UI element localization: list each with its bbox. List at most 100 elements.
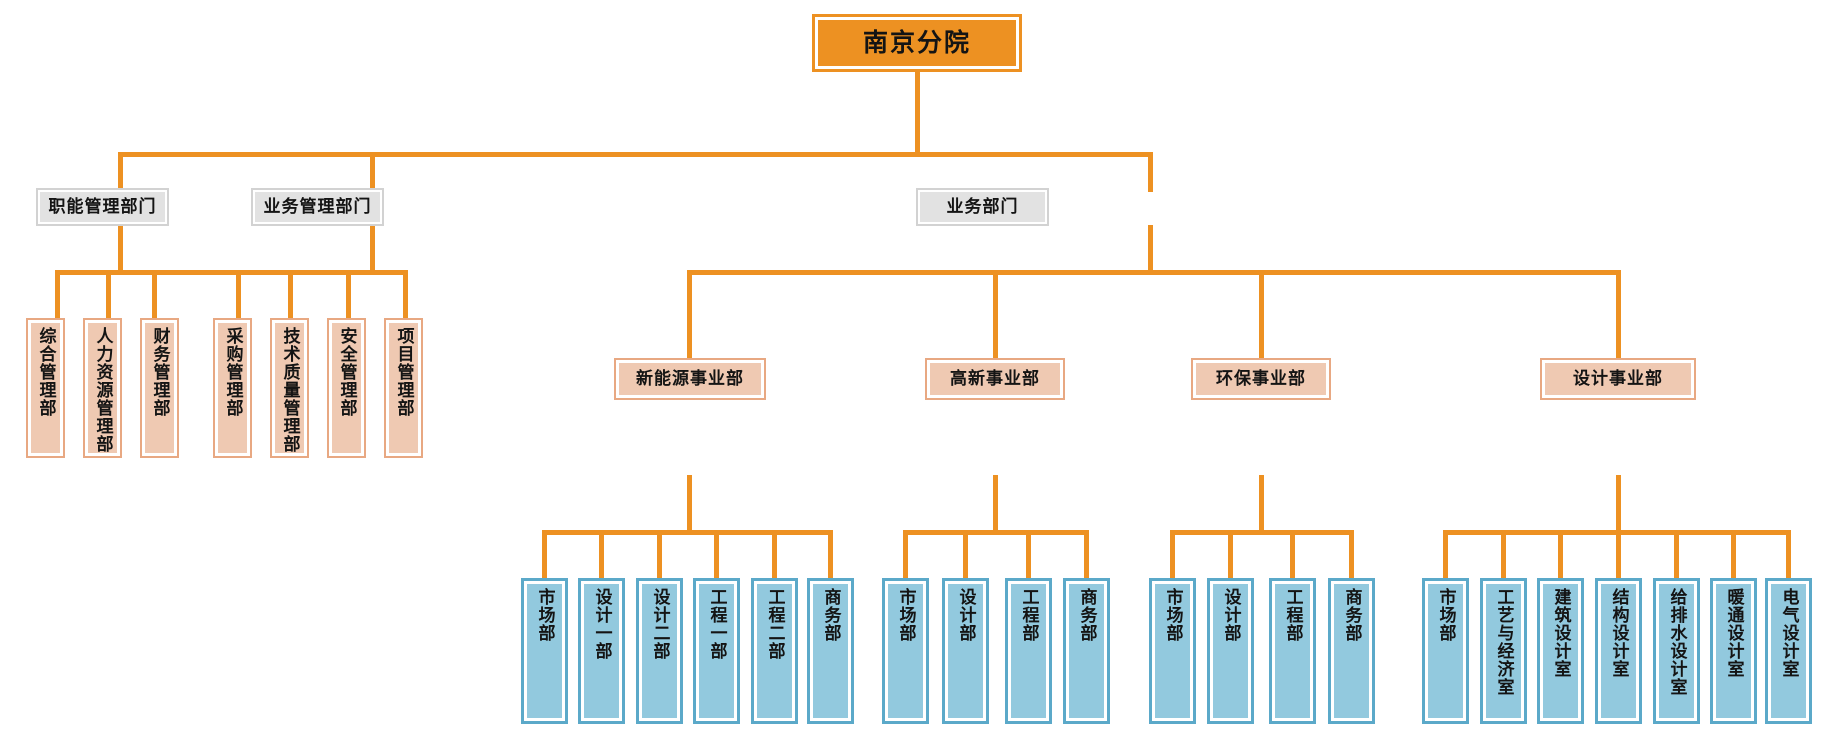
connector-drop-d1-2 xyxy=(599,530,604,578)
node-d1-child-2-inner: 设计一部 xyxy=(581,581,622,721)
node-d1-child-4-label: 工程一部 xyxy=(706,588,727,660)
connector-drop-functional-mgmt xyxy=(118,152,123,192)
node-functional-dept-2-label: 人力资源管理部 xyxy=(92,327,113,453)
connector-division-3-stem xyxy=(1259,475,1264,533)
node-division-3-inner: 环保事业部 xyxy=(1193,360,1329,398)
connector-drop-d3-1 xyxy=(1170,530,1175,578)
node-d4-child-6[interactable]: 暖通设计室 xyxy=(1710,578,1757,724)
node-division-4-label: 设计事业部 xyxy=(1573,368,1663,389)
node-d1-child-4-inner: 工程一部 xyxy=(696,581,737,721)
node-d1-child-5-inner: 工程二部 xyxy=(754,581,795,721)
connector-drop-d4-6 xyxy=(1731,530,1736,578)
node-d4-child-6-label: 暖通设计室 xyxy=(1723,588,1744,678)
node-d4-child-1[interactable]: 市场部 xyxy=(1422,578,1469,724)
connector-drop-d4-5 xyxy=(1674,530,1679,578)
connector-drop-d1-6 xyxy=(828,530,833,578)
node-functional-dept-2[interactable]: 人力资源管理部 xyxy=(83,318,122,458)
node-d4-child-2-label: 工艺与经济室 xyxy=(1493,588,1514,696)
connector-business-mgmt-stem xyxy=(370,225,375,273)
node-business-mgmt-dept-1[interactable]: 采购管理部 xyxy=(213,318,252,458)
connector-drop-division-3 xyxy=(1259,270,1264,358)
connector-drop-d4-4 xyxy=(1616,530,1621,578)
node-d4-child-5-inner: 给排水设计室 xyxy=(1656,581,1697,721)
connector-drop-d3-3 xyxy=(1290,530,1295,578)
node-d2-child-4[interactable]: 商务部 xyxy=(1063,578,1110,724)
node-d4-child-7-inner: 电气设计室 xyxy=(1768,581,1809,721)
node-d1-child-6-inner: 商务部 xyxy=(810,581,851,721)
node-d4-child-2-inner: 工艺与经济室 xyxy=(1483,581,1524,721)
node-d2-child-2[interactable]: 设计部 xyxy=(942,578,989,724)
node-d3-child-3[interactable]: 工程部 xyxy=(1269,578,1316,724)
node-d1-child-3[interactable]: 设计二部 xyxy=(636,578,683,724)
node-d1-child-3-inner: 设计二部 xyxy=(639,581,680,721)
connector-division-4-stem xyxy=(1616,475,1621,533)
connector-drop-business xyxy=(1148,152,1153,192)
node-d1-child-2[interactable]: 设计一部 xyxy=(578,578,625,724)
node-d2-child-3-label: 工程部 xyxy=(1018,588,1039,642)
node-d3-child-4-label: 商务部 xyxy=(1341,588,1362,642)
node-division-1[interactable]: 新能源事业部 xyxy=(614,358,766,400)
node-d3-child-2[interactable]: 设计部 xyxy=(1207,578,1254,724)
node-d1-child-5-label: 工程二部 xyxy=(764,588,785,660)
node-d4-child-3-label: 建筑设计室 xyxy=(1550,588,1571,678)
connector-drop-dept-2 xyxy=(106,270,111,320)
node-d3-child-3-inner: 工程部 xyxy=(1272,581,1313,721)
connector-functional-mgmt-stem xyxy=(118,225,123,273)
node-d4-child-2[interactable]: 工艺与经济室 xyxy=(1480,578,1527,724)
connector-drop-d1-4 xyxy=(714,530,719,578)
node-functional-dept-3-inner: 财务管理部 xyxy=(142,320,177,456)
node-functional-dept-1-label: 综合管理部 xyxy=(35,327,56,417)
node-business-mgmt-dept-2[interactable]: 技术质量管理部 xyxy=(270,318,309,458)
node-d3-child-4[interactable]: 商务部 xyxy=(1328,578,1375,724)
node-d2-child-2-label: 设计部 xyxy=(955,588,976,642)
node-d4-child-3-inner: 建筑设计室 xyxy=(1540,581,1581,721)
connector-division-3-bus xyxy=(1170,530,1354,535)
node-functional-dept-3[interactable]: 财务管理部 xyxy=(140,318,179,458)
connector-drop-d4-2 xyxy=(1501,530,1506,578)
node-d4-child-3[interactable]: 建筑设计室 xyxy=(1537,578,1584,724)
connector-drop-d2-4 xyxy=(1084,530,1089,578)
node-d1-child-6[interactable]: 商务部 xyxy=(807,578,854,724)
node-d4-child-1-inner: 市场部 xyxy=(1425,581,1466,721)
node-d2-child-1-inner: 市场部 xyxy=(885,581,926,721)
node-d2-child-4-inner: 商务部 xyxy=(1066,581,1107,721)
node-division-4-inner: 设计事业部 xyxy=(1542,360,1694,398)
node-d4-child-1-label: 市场部 xyxy=(1435,588,1456,642)
node-division-4[interactable]: 设计事业部 xyxy=(1540,358,1696,400)
node-d3-child-1[interactable]: 市场部 xyxy=(1149,578,1196,724)
node-division-3-label: 环保事业部 xyxy=(1216,368,1306,389)
node-business-mgmt-dept-3[interactable]: 安全管理部 xyxy=(327,318,366,458)
connector-drop-division-1 xyxy=(687,270,692,358)
node-business-label: 业务部门 xyxy=(946,196,1019,217)
node-functional-dept-1[interactable]: 综合管理部 xyxy=(26,318,65,458)
node-d1-child-2-label: 设计一部 xyxy=(591,588,612,660)
connector-drop-d4-1 xyxy=(1443,530,1448,578)
node-functional-mgmt[interactable]: 职能管理部门 xyxy=(36,188,169,226)
node-d1-child-5[interactable]: 工程二部 xyxy=(751,578,798,724)
node-business-mgmt-dept-4-inner: 项目管理部 xyxy=(386,320,421,456)
node-root[interactable]: 南京分院 xyxy=(812,14,1022,72)
node-d2-child-3[interactable]: 工程部 xyxy=(1005,578,1052,724)
node-business-mgmt-dept-4-label: 项目管理部 xyxy=(393,327,414,417)
node-division-3[interactable]: 环保事业部 xyxy=(1191,358,1331,400)
node-d4-child-6-inner: 暖通设计室 xyxy=(1713,581,1754,721)
node-division-2[interactable]: 高新事业部 xyxy=(925,358,1065,400)
node-d2-child-1[interactable]: 市场部 xyxy=(882,578,929,724)
node-d4-child-5-label: 给排水设计室 xyxy=(1666,588,1687,696)
connector-divisions-bus xyxy=(687,270,1621,275)
node-d4-child-5[interactable]: 给排水设计室 xyxy=(1653,578,1700,724)
node-d4-child-7[interactable]: 电气设计室 xyxy=(1765,578,1812,724)
node-business-mgmt-dept-2-inner: 技术质量管理部 xyxy=(272,320,307,456)
connector-left-bus xyxy=(55,270,408,275)
connector-division-2-stem xyxy=(993,475,998,533)
node-d1-child-1[interactable]: 市场部 xyxy=(521,578,568,724)
node-business-mgmt-dept-1-label: 采购管理部 xyxy=(222,327,243,417)
node-d1-child-3-label: 设计二部 xyxy=(649,588,670,660)
node-business-mgmt[interactable]: 业务管理部门 xyxy=(251,188,384,226)
connector-division-2-bus xyxy=(903,530,1089,535)
node-d1-child-4[interactable]: 工程一部 xyxy=(693,578,740,724)
node-business-mgmt-dept-4[interactable]: 项目管理部 xyxy=(384,318,423,458)
node-d4-child-4[interactable]: 结构设计室 xyxy=(1595,578,1642,724)
node-business[interactable]: 业务部门 xyxy=(916,188,1049,226)
